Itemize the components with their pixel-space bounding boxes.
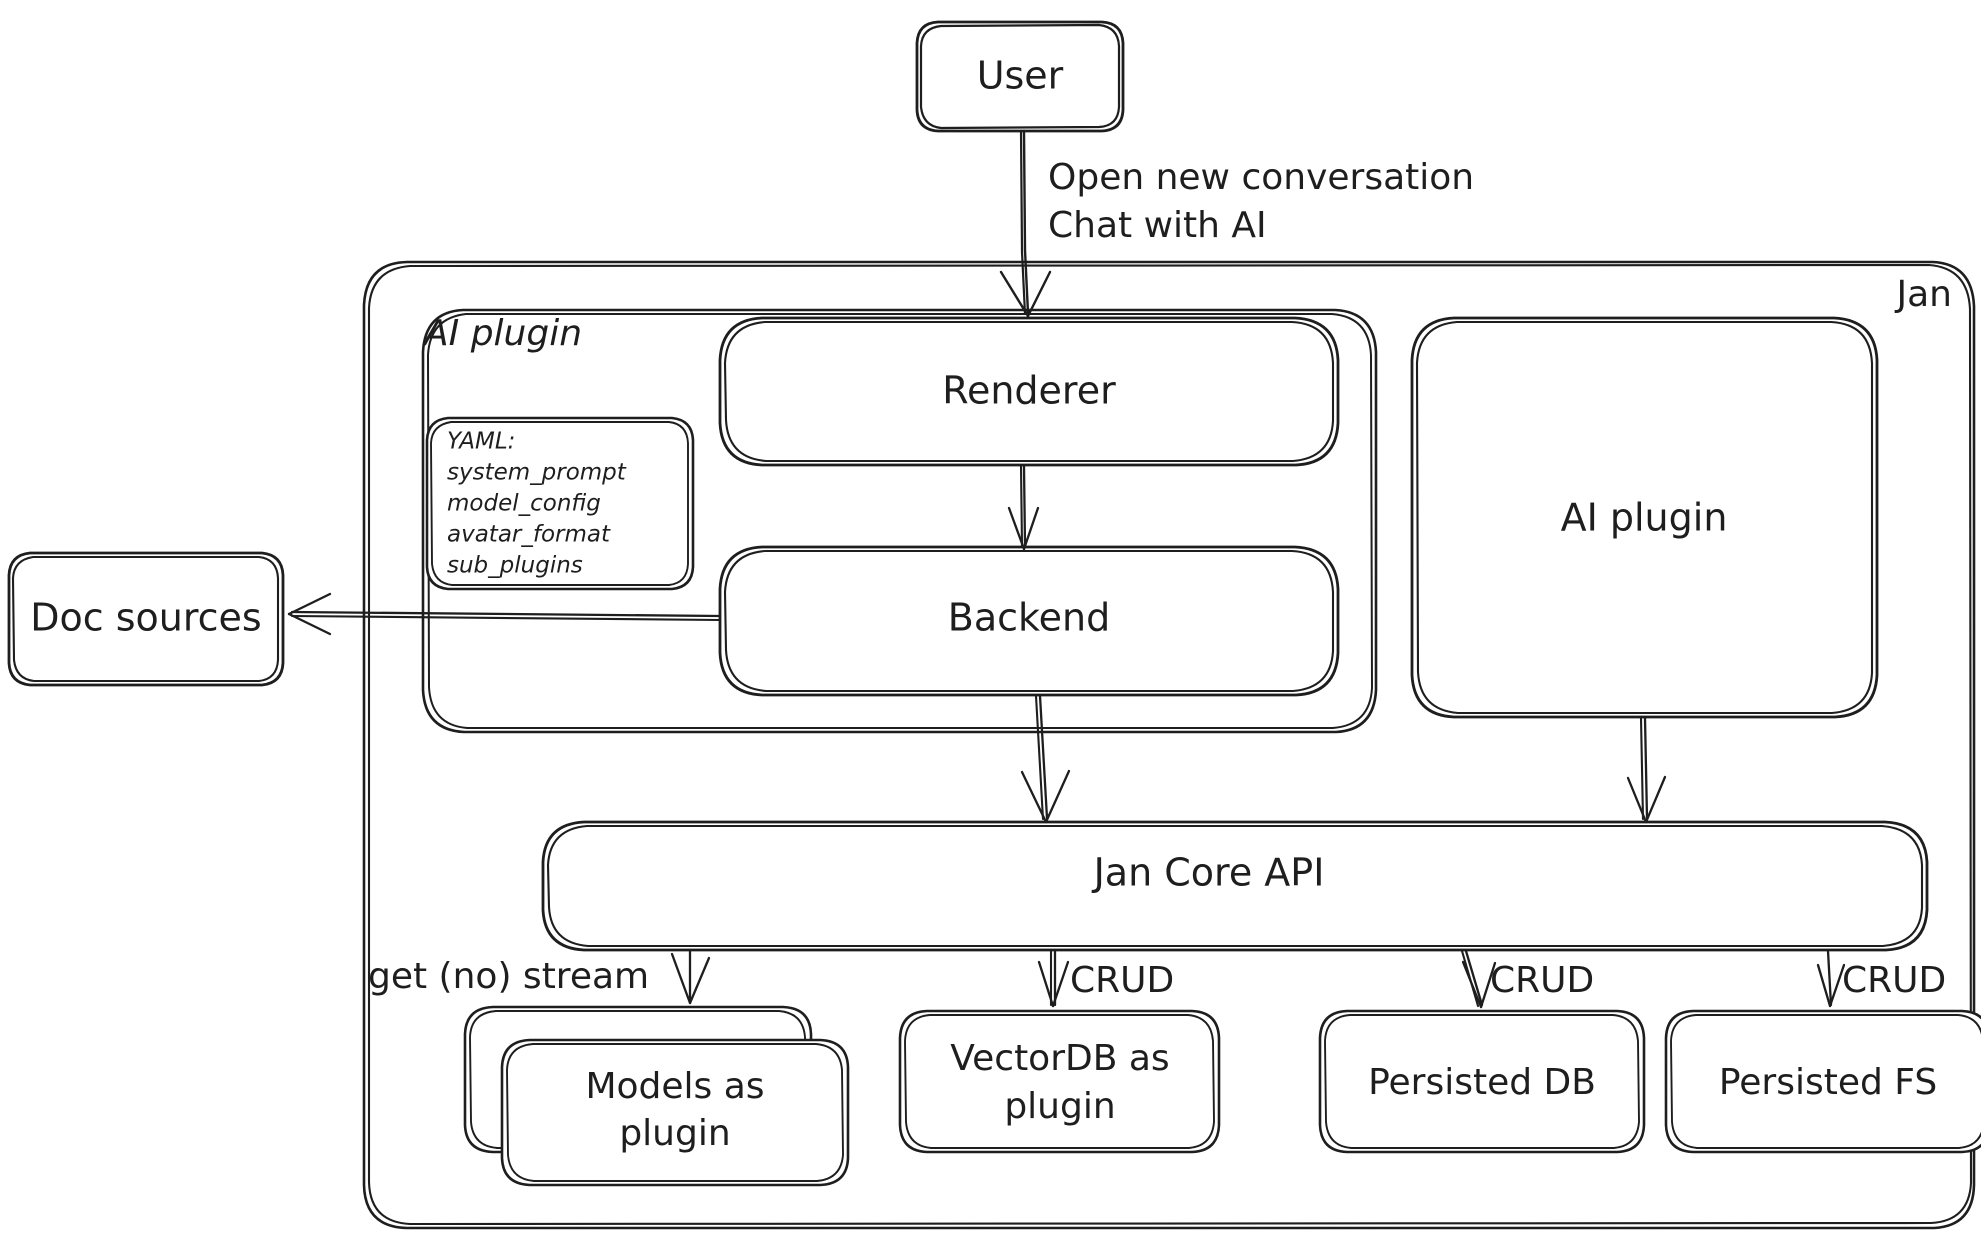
node-persisted-db[interactable]: Persisted DB xyxy=(1318,1009,1646,1154)
edge-ai-plugin-to-core xyxy=(1626,716,1667,824)
yaml-key-sub-plugins: sub_plugins xyxy=(447,553,583,579)
node-persisted-fs[interactable]: Persisted FS xyxy=(1664,1009,1981,1154)
edge-core-to-persisted-db[interactable]: CRUD xyxy=(1460,949,1594,1009)
yaml-key-avatar-format: avatar_format xyxy=(447,522,611,548)
edge-user-to-renderer[interactable]: Open new conversation Chat with AI xyxy=(999,129,1474,318)
node-models-plugin[interactable]: Models as plugin xyxy=(463,1005,850,1187)
node-renderer[interactable]: Renderer xyxy=(718,316,1340,467)
edge-core-to-vectordb-label: CRUD xyxy=(1070,960,1174,1001)
group-ai-plugin-label: AI plugin xyxy=(422,313,582,354)
yaml-key-system-prompt: system_prompt xyxy=(447,460,627,486)
edge-core-to-models[interactable]: get (no) stream xyxy=(368,949,711,1005)
node-renderer-label: Renderer xyxy=(942,369,1116,413)
node-persisted-fs-label: Persisted FS xyxy=(1719,1062,1937,1103)
node-user[interactable]: User xyxy=(915,20,1125,133)
edge-user-to-renderer-label-line1: Open new conversation xyxy=(1048,157,1474,198)
node-models-plugin-label-line2: plugin xyxy=(619,1113,730,1154)
node-vectordb-plugin-label-line1: VectorDB as xyxy=(950,1038,1169,1079)
node-backend-label: Backend xyxy=(948,596,1110,640)
yaml-key-model-config: model_config xyxy=(447,491,601,517)
node-jan-core-api[interactable]: Jan Core API xyxy=(541,820,1929,952)
edge-core-to-models-label: get (no) stream xyxy=(368,956,649,997)
edge-core-to-vectordb[interactable]: CRUD xyxy=(1037,949,1174,1008)
node-jan-core-api-label: Jan Core API xyxy=(1092,851,1325,895)
group-jan-label: Jan xyxy=(1895,274,1953,315)
node-persisted-db-label: Persisted DB xyxy=(1368,1062,1596,1103)
edge-core-to-persisted-db-label: CRUD xyxy=(1490,960,1594,1001)
edge-core-to-persisted-fs[interactable]: CRUD xyxy=(1816,949,1946,1008)
edge-user-to-renderer-label-line2: Chat with AI xyxy=(1048,205,1267,246)
edge-backend-to-core xyxy=(1020,694,1071,824)
node-ai-plugin-label: AI plugin xyxy=(1561,496,1728,540)
node-vectordb-plugin-label-line2: plugin xyxy=(1004,1086,1115,1127)
node-vectordb-plugin[interactable]: VectorDB as plugin xyxy=(898,1009,1221,1154)
edge-core-to-persisted-fs-label: CRUD xyxy=(1842,960,1946,1001)
yaml-box[interactable]: YAML: system_prompt model_config avatar_… xyxy=(425,416,695,591)
node-ai-plugin[interactable]: AI plugin xyxy=(1410,316,1879,719)
node-user-label: User xyxy=(977,54,1064,98)
edge-backend-to-doc-sources xyxy=(287,592,722,636)
node-doc-sources-label: Doc sources xyxy=(30,596,261,640)
yaml-header: YAML: xyxy=(447,429,515,455)
edge-renderer-to-backend xyxy=(1007,464,1040,551)
node-models-plugin-label-line1: Models as xyxy=(585,1066,764,1107)
node-doc-sources[interactable]: Doc sources xyxy=(7,551,285,687)
node-backend[interactable]: Backend xyxy=(718,545,1340,697)
